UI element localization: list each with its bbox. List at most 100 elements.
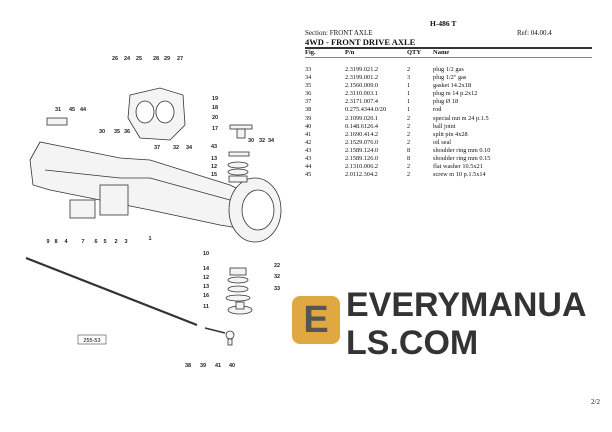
cell-fig: 35 [305, 82, 312, 90]
cell-pn: 0.148.6126.4 [345, 122, 379, 130]
cell-qty: 2 [407, 66, 411, 73]
cell-qty: 1 [407, 82, 411, 90]
callout-44: 44 [80, 107, 87, 113]
column-header-pn: P/n [345, 49, 355, 56]
callout-30: 30 [99, 129, 105, 135]
cell-name: plug 1/2" gas [433, 74, 467, 82]
callout-30: 30 [248, 138, 254, 144]
callout-20: 20 [212, 115, 218, 121]
cell-name: shoulder ring mm 0.10 [433, 146, 491, 154]
table-row: 42 2.1529.076.0 2 oil seal [305, 139, 490, 147]
cell-name: gasket 14.2x18 [433, 82, 472, 90]
cell-pn: 2.3110.003.1 [345, 90, 378, 98]
cell-qty: 2 [407, 138, 411, 146]
cell-name: split pin 4x28 [433, 130, 468, 138]
pinion-flange [69, 199, 96, 219]
cell-pn: 2.1560.009.0 [345, 82, 379, 90]
page-number: 2/2 [591, 398, 600, 406]
callout-6: 6 [94, 239, 97, 245]
cell-pn: 2.1529.076.0 [345, 138, 379, 146]
cell-pn: 2.0112.304.2 [345, 171, 378, 179]
cell-name: plug m 14 p.2x12 [433, 90, 478, 98]
callout-35: 35 [114, 129, 120, 135]
cell-pn: 0.275.4344.0/20 [345, 106, 387, 114]
cell-pn: 2.3199.021.2 [345, 66, 379, 73]
callout-34: 34 [186, 145, 193, 151]
cell-qty: 2 [407, 171, 411, 179]
cell-name: rod [433, 106, 442, 114]
callout-1: 1 [148, 236, 151, 242]
callout-32: 32 [259, 138, 265, 144]
callout-15: 15 [211, 172, 217, 178]
cell-name: oil seal [433, 138, 452, 146]
callout-41: 41 [215, 363, 221, 369]
cell-fig: 39 [305, 114, 312, 122]
callout-34: 34 [268, 138, 275, 144]
callout-3: 3 [124, 239, 127, 245]
cell-pn: 2.1589.124.0 [345, 146, 379, 154]
callout-14: 14 [203, 266, 210, 272]
callout-4: 4 [64, 239, 68, 245]
callout-17: 17 [212, 126, 218, 132]
page-title: 4WD - FRONT DRIVE AXLE [305, 37, 416, 47]
cell-fig: 42 [305, 138, 312, 146]
cell-name: plug Ø 18 [433, 98, 459, 106]
cell-qty: 2 [407, 130, 411, 138]
callout-13: 13 [211, 156, 217, 162]
callout-7: 7 [81, 239, 84, 245]
drawing-code: 255-53 [83, 338, 100, 344]
callout-40: 40 [229, 363, 235, 369]
table-row: 36 2.3110.003.1 1 plug m 14 p.2x12 [305, 90, 490, 98]
callout-39: 39 [200, 363, 206, 369]
model-code: H-486 T [430, 19, 457, 28]
cell-qty: 2 [407, 122, 411, 130]
cell-fig: 36 [305, 90, 312, 98]
cell-name: flat washer 10.5x21 [433, 163, 483, 171]
callout-29: 29 [164, 56, 170, 62]
callout-12: 12 [203, 275, 209, 281]
cell-qty: 1 [407, 98, 411, 106]
callout-16: 16 [203, 293, 209, 299]
cell-qty: 2 [407, 114, 411, 122]
callout-33: 33 [274, 286, 280, 292]
callout-31: 31 [55, 107, 61, 113]
column-header-fig: Fig. [305, 49, 316, 56]
housing-ridge [44, 169, 231, 201]
cell-fig: 43 [305, 155, 312, 163]
callout-24: 24 [124, 56, 131, 62]
header-divider [305, 47, 592, 49]
callout-8: 8 [54, 239, 57, 245]
tie-rod [25, 256, 198, 327]
cell-qty: 8 [407, 155, 411, 163]
cell-qty: 1 [407, 90, 411, 98]
cell-pn: 2.1099.020.1 [345, 114, 379, 122]
callout-45: 45 [69, 107, 75, 113]
cell-qty: 2 [407, 163, 411, 171]
cell-fig: 34 [305, 74, 312, 82]
cell-qty: 8 [407, 146, 411, 154]
callout-18: 18 [212, 105, 218, 111]
callout-19: 19 [212, 96, 218, 102]
cell-fig: 43 [305, 146, 312, 154]
cell-fig: 41 [305, 130, 312, 138]
drawing-code-box [77, 334, 107, 345]
cell-name: ball joint [433, 122, 456, 130]
watermark-logo: E [292, 296, 340, 344]
callout-22: 22 [274, 263, 280, 269]
callout-9: 9 [46, 239, 49, 245]
callout-26: 26 [112, 56, 118, 62]
cell-fig: 37 [305, 98, 312, 106]
column-divider [305, 57, 592, 58]
axle-drawing [25, 87, 282, 346]
cell-fig: 38 [305, 106, 312, 114]
callout-13: 13 [203, 284, 209, 290]
bracket [46, 117, 68, 126]
